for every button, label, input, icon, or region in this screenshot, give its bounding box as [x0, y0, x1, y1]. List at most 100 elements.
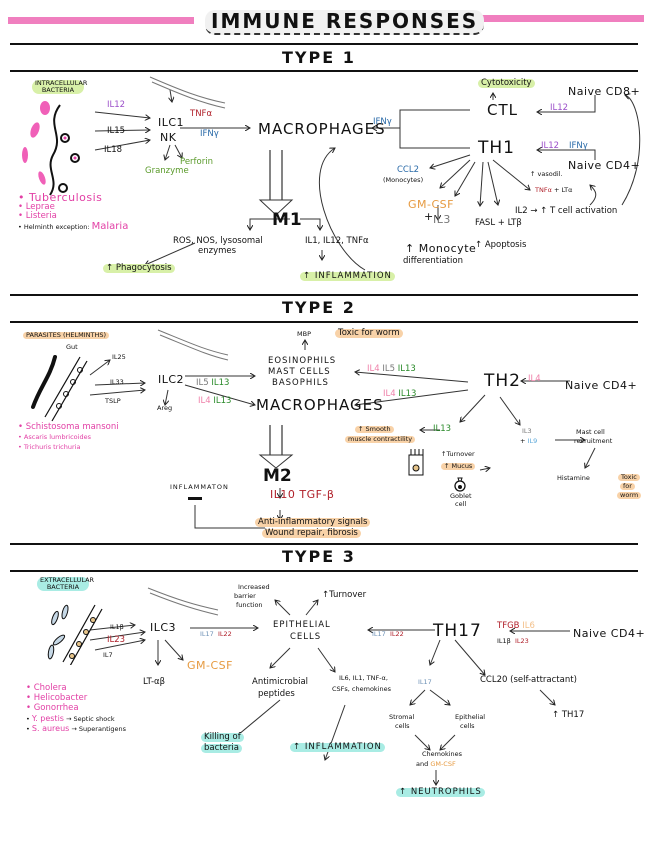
inhibit-bar	[188, 497, 202, 500]
th17-up: ↑ TH17	[552, 710, 585, 720]
page-title: IMMUNE RESPONSES	[205, 10, 485, 35]
smooth-muscle-2: muscle contractility	[345, 436, 416, 443]
disease-name: Ascaris lumbricoides	[23, 433, 91, 441]
anti-inflam-2: Wound repair, fibrosis	[262, 529, 361, 538]
type2-macrophages: MACROPHAGES	[256, 396, 384, 414]
extracellular-bacteria-icon	[47, 604, 103, 665]
ilc3-to-epi: IL17 IL22	[200, 631, 232, 638]
toxic-worm-label: Toxic for worm	[335, 329, 403, 338]
helminth-exception: • Helminth exception: Malaria	[18, 221, 129, 232]
type2-input-il33: IL33	[110, 378, 124, 386]
il1b-text: IL1β	[497, 637, 511, 645]
epi-cells-1: Epithelial	[455, 713, 486, 721]
tnfa-lta: TNFα + LTα	[535, 187, 572, 194]
tfgb-text: TFGB	[497, 621, 520, 631]
disease-leprae: • Leprae	[18, 202, 55, 212]
anti-inflam-1: Anti-inflammatory signals	[255, 518, 371, 527]
plus-sign: +	[424, 210, 434, 223]
antimicrobial-2: peptides	[258, 689, 295, 699]
type2-heading: TYPE 2	[282, 298, 356, 317]
cytokines-1: IL6, IL1, TNF-α,	[339, 674, 388, 682]
disease-name: Schistosoma mansoni	[25, 422, 119, 432]
th17-to-epi: IL17 IL22	[372, 631, 404, 638]
granzyme-label: Granzyme	[145, 166, 189, 176]
plus-sign: +	[520, 437, 526, 445]
naive-cd4-t1: Naive CD4+	[568, 159, 641, 172]
neutrophils-label: ↑ NEUTROPHILS	[396, 788, 485, 797]
il10-tgfb: IL10 TGF-β	[270, 489, 334, 501]
goblet-cell-icon	[454, 477, 466, 492]
disease-name: Trichuris trichuria	[23, 443, 81, 451]
epithelial-cell-icon	[408, 449, 424, 476]
ilc2-to-mac: IL4 IL13	[198, 397, 231, 406]
il13-text: IL13	[398, 389, 417, 399]
fasl-label: FASL + LTβ	[475, 218, 522, 228]
m1-left-2: enzymes	[198, 246, 237, 256]
il22-text: IL22	[217, 630, 232, 638]
th17-inputs-bottom: IL1β IL23	[497, 638, 529, 645]
smooth-muscle-1: ↑ Smooth	[355, 426, 394, 433]
disease-ascaris: • Ascaris lumbricoides	[18, 433, 91, 441]
ctl-label: CTL	[487, 101, 518, 119]
il12-to-ctl: IL12	[550, 103, 569, 113]
eosinophils: EOSINOPHILS	[268, 356, 337, 366]
type1-ifng-to-mac: IFNγ	[373, 117, 392, 127]
effect-text: → Superantigens	[71, 725, 127, 733]
type3-inflammation: ↑ INFLAMMATION	[290, 743, 385, 752]
type1-heading: TYPE 1	[282, 48, 356, 67]
type3-input-il1b: IL1β	[110, 623, 124, 631]
cytotoxicity-label: Cytotoxicity	[478, 79, 535, 88]
th2-to-eos: IL4 IL5 IL13	[367, 365, 416, 374]
goblet-label-1: Goblet	[450, 492, 472, 500]
m1-label: M1	[272, 210, 303, 230]
m1-right: IL1, IL12, TNFα	[305, 236, 369, 246]
perforin-label: Perforin	[180, 157, 213, 167]
effect-text: → Septic shock	[66, 715, 115, 723]
il17-text: IL17	[372, 630, 386, 638]
type1-divider	[10, 70, 638, 72]
ilc1-label: ILC1	[158, 116, 185, 129]
disease-schistosoma: • Schistosoma mansoni	[18, 422, 119, 432]
th17-inputs-top: TFGB IL6	[497, 622, 535, 631]
type3-trigger: EXTRACELLULAR BACTERIA	[37, 577, 94, 591]
barrier-3: function	[236, 601, 263, 609]
type2-input-tslp: TSLP	[105, 397, 121, 405]
monocyte-diff-1: ↑ Monocyte	[405, 242, 477, 255]
disease-ypestis: • Y. pestis → Septic shock	[26, 714, 115, 723]
il5-text: IL5	[382, 364, 396, 374]
tnfa-label: TNFα	[190, 109, 213, 119]
il4-text: IL4	[383, 389, 396, 399]
goblet-label-2: cell	[455, 500, 467, 508]
il12-to-th1: IL12	[541, 141, 560, 151]
and-text: and	[416, 760, 429, 768]
areg-label: Areg	[157, 404, 173, 412]
ilc2-label: ILC2	[158, 373, 185, 386]
chemokines-label: Chemokines	[422, 750, 463, 758]
m1-left-1: ROS, NOS, lysosomal	[173, 236, 263, 246]
disease-name: Y. pestis	[31, 714, 64, 723]
type2-turnover: ↑Turnover	[441, 450, 475, 458]
mucus-label: ↑ Mucus	[441, 463, 476, 470]
il5-text: IL5	[196, 378, 209, 388]
il17-th17-out: IL17	[418, 678, 432, 686]
lta-text: + LTα	[553, 186, 573, 194]
vasodil-label: ↑ vasodil.	[530, 170, 563, 178]
il9-text: IL9	[527, 437, 538, 445]
il4-text: IL4	[367, 364, 380, 374]
type1-macrophages: MACROPHAGES	[258, 120, 386, 138]
mbp-label: MBP	[297, 330, 311, 338]
disease-gonorrhea: • Gonorrhea	[26, 703, 79, 713]
ilc3-label: ILC3	[150, 621, 177, 634]
disease-name: Gonorrhea	[33, 703, 79, 713]
epithelial-2: CELLS	[290, 632, 322, 642]
disease-helicobacter: • Helicobacter	[26, 693, 88, 703]
type3-heading: TYPE 3	[282, 547, 356, 566]
helminth-label: Helminth exception:	[23, 223, 90, 231]
type3-top-divider	[10, 543, 638, 545]
il2-activation: IL2 → ↑ T cell activation	[515, 206, 618, 216]
disease-name: Leprae	[25, 202, 55, 212]
tgfb-text: TGF-β	[299, 488, 335, 501]
th1-label: TH1	[478, 138, 515, 158]
type1-input-il15: IL15	[107, 126, 126, 136]
header-bar-left	[8, 17, 194, 24]
